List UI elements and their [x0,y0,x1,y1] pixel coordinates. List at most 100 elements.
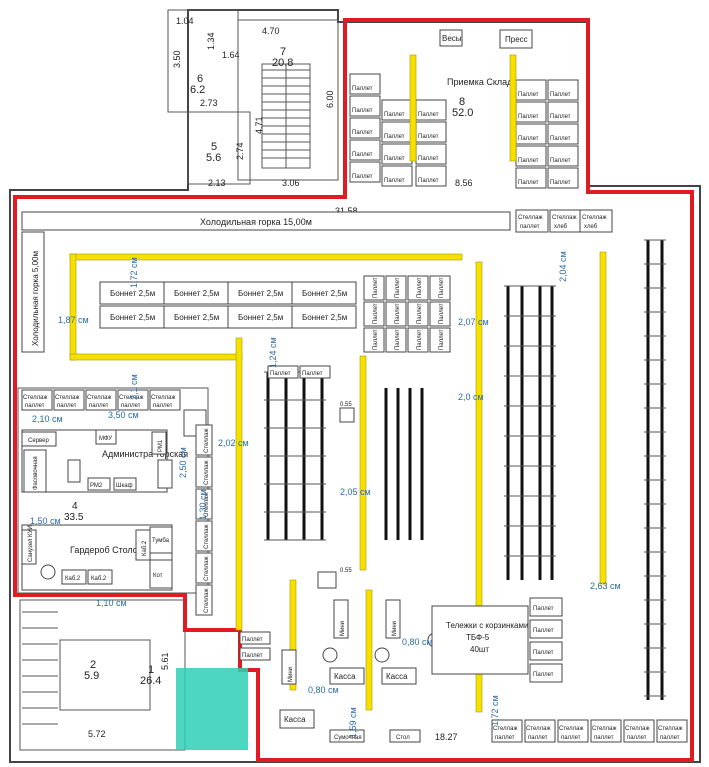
dim-2-13: 2.13 [208,178,226,188]
pallet-r8-b [381,165,413,187]
shelf-admin-row [117,389,149,411]
room-labels-upper: 7 20.8 6 6.2 5 5.6 [190,46,293,164]
cabinet-label: Шкаф [116,483,133,489]
pallet-r8-c-label: Паллет [550,92,571,98]
scale-label: Весы [442,34,462,43]
pallet-r8-b [415,165,447,187]
pallet-rack-top [267,365,299,379]
pallet-center-label: Паллет [395,277,401,298]
pallet-right-label: Паллет [533,606,554,612]
shelf-column [195,456,213,488]
room-1-number: 1 [148,664,154,676]
workstation-2-label: РМ2 [90,483,103,489]
dim-18-27: 18.27 [435,732,458,742]
dim-3-06: 3.06 [282,178,300,188]
shelf-admin-row-label: Стеллаж [119,395,144,401]
cold-display-left: Холодильная горка 5,00м [21,231,45,353]
room-labels-lower: 2 5.9 1 26.4 5.72 5.61 18.27 [84,652,458,742]
pallet-rack-top-label: Паллет [302,371,323,377]
shelf-admin-row-sub: паллет [89,403,109,409]
pallet-r8-a-label: Паллет [352,152,373,158]
teal-highlight [176,668,248,750]
clearance-2-50: 2,50 см [178,447,188,478]
aisle-room8-left [409,54,417,162]
pallet-center [429,301,451,327]
shelf-bottom-label: Стеллаж [625,726,650,732]
pallet-checkout-1: Паллет [242,653,263,659]
pallet-r8-c [547,123,579,145]
pallet-r8-c-label: Паллет [518,92,539,98]
shelf-top-right [579,209,613,233]
shelf-bottom-label: Стеллаж [658,726,683,732]
dim-5-72: 5.72 [88,729,106,739]
clearance-2-63: 2,63 см [590,581,621,591]
pallet-center-label: Паллет [395,303,401,324]
pallet-center [363,327,385,353]
aisle-paths [69,251,607,713]
pallet-center-label: Паллет [417,303,423,324]
pallet-r8-c [515,167,547,189]
clearance-2-1: 2,1 см [129,374,139,400]
pallet-r8-c-label: Паллет [550,114,571,120]
shelf-top-right-sub: хлеб [584,224,598,230]
pallet-r8-a [349,139,381,161]
room-1-area: 26.4 [140,675,161,687]
pallet-right-label: Паллет [533,628,554,634]
pallet-r8-b-label: Паллет [384,156,405,162]
pallet-r8-b-label: Паллет [384,112,405,118]
room-8-name: Приемка Склад [447,77,513,87]
pallet-r8-c-label: Паллет [518,158,539,164]
shelf-bottom-label: Стеллаж [526,726,551,732]
shelf-bottom-sub: паллет [561,735,581,741]
admin-block: СтеллажпаллетСтеллажпаллетСтеллажпаллетС… [17,387,209,594]
pallet-center [407,275,429,301]
scale-box [439,29,463,47]
shelf-bottom-sub: паллет [627,735,647,741]
clearance-2-10: 2,10 см [32,414,63,424]
pallet-r8-b-label: Паллет [418,178,439,184]
bonnet-freezer [291,281,357,305]
shelf-admin-row [21,389,53,411]
dimensions-upper: 1.04 4.70 1.34 1.64 3.50 2.73 6.00 4.71 … [172,16,473,216]
pallet-r8-c [547,101,579,123]
trolleys-label-2: ТБФ-5 [466,633,490,642]
pallet-r8-a [349,73,381,95]
bonnet-label: Боннет 2,5м [174,313,219,322]
room-8-area: 52.0 [452,107,473,119]
clearance-1-10: 1,10 см [96,598,127,608]
dim-1-04: 1.04 [176,16,194,26]
clearance-0-80b: 0,80 см [308,685,339,695]
pallet-right [529,663,563,683]
dim-6-00: 6.00 [325,90,335,108]
dim-2-73: 2.73 [200,98,218,108]
shelf-admin-row-sub: паллет [57,403,77,409]
shelf-column-label: Стеллаж [204,588,210,613]
shelf-bottom [557,719,589,743]
pallet-r8-b-label: Паллет [384,178,405,184]
shelf-column-label: Стеллаж [204,428,210,453]
cold-display-top-label: Холодильная горка 15,00м [200,217,312,227]
shelf-bottom-sub: паллет [660,735,680,741]
wardrobe-label: Гардероб Столовая [70,545,152,555]
pallet-r8-a [349,161,381,183]
shelf-top-right-sub: хлеб [554,224,568,230]
shelf-admin-row-label: Стеллаж [151,395,176,401]
press-label: Пресс [505,35,528,44]
pallet-center [385,301,407,327]
packing-label: Фасовочная [33,456,39,490]
cabinet-2c-label: Каб.2 [142,540,148,556]
pallet-r8-c-label: Паллет [550,158,571,164]
pallet-r8-c-label: Паллет [518,114,539,120]
dim-4-70: 4.70 [262,26,280,36]
pallet-r8-b-label: Паллет [418,156,439,162]
room-4-area: 33.5 [64,512,84,523]
pallet-r8-c [547,145,579,167]
shelf-column [195,488,213,520]
shelf-top-right [515,209,549,233]
table-label: Стол [396,735,410,741]
clearance-1-72b: 1,72 см [490,695,500,726]
clearance-2-07: 2,07 см [458,317,489,327]
bonnet-label: Боннет 2,5м [110,289,155,298]
pallet-rack-top [299,365,331,379]
